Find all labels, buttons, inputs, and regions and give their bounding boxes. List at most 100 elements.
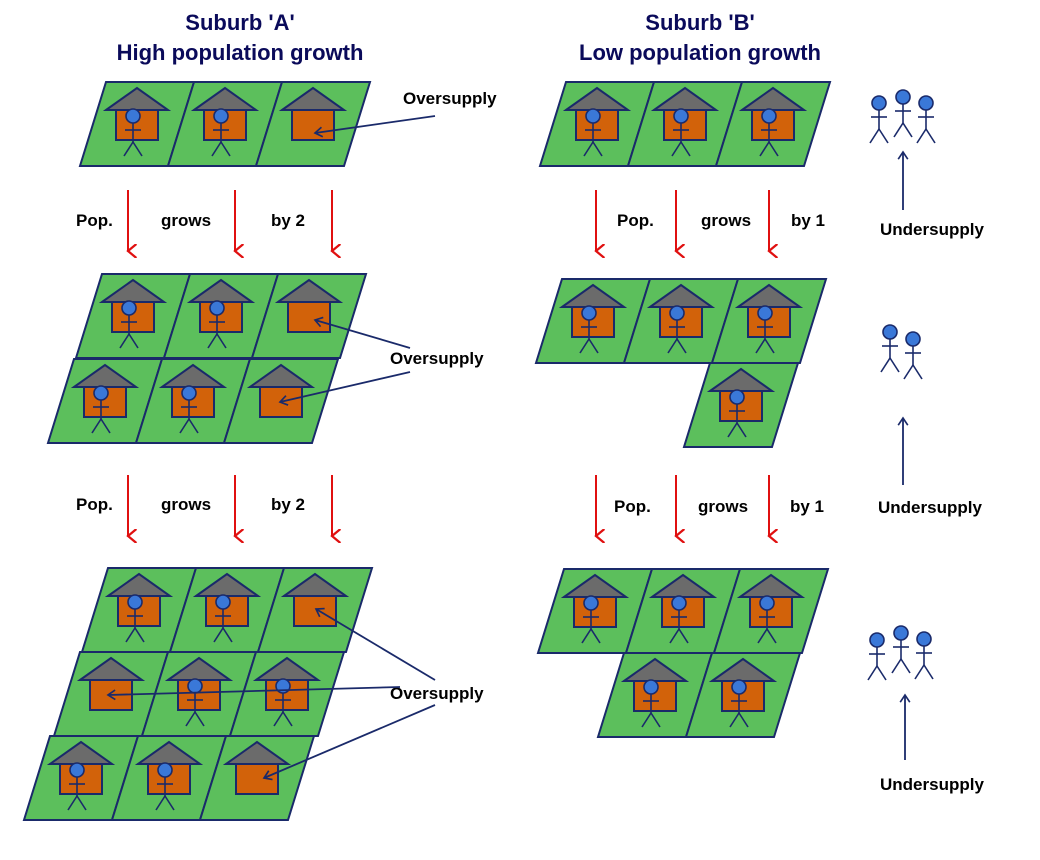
oversupply-pointer	[314, 607, 436, 681]
suburb-b-title-line2: Low population growth	[579, 40, 821, 65]
suburb-b-growth-step-2: Pop. grows by 1	[614, 497, 824, 516]
occupied-lot	[134, 358, 252, 444]
person-icon	[119, 300, 139, 349]
person-icon	[914, 631, 934, 680]
suburb-a-growth-step-2: Pop. grows by 2	[76, 495, 305, 514]
person-icon	[211, 108, 231, 157]
person-icon	[727, 389, 747, 438]
growth-word-amount: by 2	[271, 495, 305, 514]
oversupply-label: Oversupply	[403, 89, 497, 108]
house-icon	[158, 363, 228, 418]
undersupply-label: Undersupply	[880, 775, 984, 794]
person-icon	[916, 95, 936, 144]
suburb-b-title-line1: Suburb 'B'	[645, 10, 754, 35]
house-icon	[278, 86, 348, 141]
person-icon	[757, 595, 777, 644]
person-icon	[641, 679, 661, 728]
person-icon	[729, 679, 749, 728]
house-icon	[190, 86, 260, 141]
growth-word-grows: grows	[701, 211, 751, 230]
person-icon	[669, 595, 689, 644]
occupied-lot	[110, 735, 228, 821]
person-icon	[155, 762, 175, 811]
house-icon	[134, 740, 204, 795]
occupied-lot	[74, 273, 192, 359]
person-icon	[185, 678, 205, 727]
growth-word-grows: grows	[698, 497, 748, 516]
oversupply-pointer	[106, 686, 401, 701]
person-icon	[125, 594, 145, 643]
person-icon	[893, 89, 913, 138]
growth-word-pop: Pop.	[76, 211, 113, 230]
occupied-lot	[536, 568, 654, 654]
person-icon	[903, 331, 923, 380]
person-icon	[583, 108, 603, 157]
growth-word-pop: Pop.	[614, 497, 651, 516]
growth-word-grows: grows	[161, 211, 211, 230]
house-icon	[46, 740, 116, 795]
growth-word-grows: grows	[161, 495, 211, 514]
house-icon	[252, 656, 322, 711]
suburb-a-growth-step-1: Pop. grows by 2	[76, 211, 305, 230]
oversupply-label: Oversupply	[390, 684, 484, 703]
person-icon	[91, 385, 111, 434]
growth-word-amount: by 1	[790, 497, 824, 516]
suburb-a-title: Suburb 'A' High population growth	[117, 10, 364, 65]
suburb-b-title: Suburb 'B' Low population growth	[579, 10, 821, 65]
person-icon	[867, 632, 887, 681]
suburb-a-title-line2: High population growth	[117, 40, 364, 65]
growth-word-pop: Pop.	[617, 211, 654, 230]
undersupply-label: Undersupply	[878, 498, 982, 517]
occupied-lot	[80, 567, 198, 653]
person-icon	[123, 108, 143, 157]
person-icon	[581, 595, 601, 644]
person-icon	[179, 385, 199, 434]
oversupply-pointer-lines	[106, 115, 436, 781]
suburb-b-lots	[534, 81, 832, 738]
suburb-a-title-line1: Suburb 'A'	[185, 10, 294, 35]
person-icon	[67, 762, 87, 811]
unhoused-people-group	[867, 625, 934, 681]
occupied-lot	[162, 273, 280, 359]
occupied-lot	[684, 652, 802, 738]
oversupply-pointer	[313, 316, 411, 349]
undersupply-up-arrows	[897, 150, 911, 760]
occupied-lot	[140, 651, 258, 737]
occupied-lot	[682, 362, 800, 448]
suburb-b-growth-step-1: Pop. grows by 1	[617, 211, 825, 230]
house-icon	[280, 572, 350, 627]
person-icon	[671, 108, 691, 157]
house-icon	[246, 363, 316, 418]
occupied-lot	[538, 81, 656, 167]
oversupply-pointer	[278, 371, 411, 406]
growth-word-amount: by 2	[271, 211, 305, 230]
person-icon	[579, 305, 599, 354]
growth-word-pop: Pop.	[76, 495, 113, 514]
person-icon	[207, 300, 227, 349]
person-icon	[869, 95, 889, 144]
oversupply-pointer	[262, 704, 436, 781]
unhoused-people-group	[880, 324, 923, 380]
vacant-lot	[254, 81, 372, 167]
occupied-lot	[710, 278, 828, 364]
person-icon	[755, 305, 775, 354]
person-icon	[891, 625, 911, 674]
occupied-lot	[626, 81, 744, 167]
occupied-lot	[22, 735, 140, 821]
vacant-lot	[250, 273, 368, 359]
unhoused-people-groups	[867, 89, 936, 681]
growth-arrows	[128, 190, 769, 536]
occupied-lot	[714, 81, 832, 167]
occupied-lot	[596, 652, 714, 738]
oversupply-pointer	[313, 115, 436, 138]
person-icon	[667, 305, 687, 354]
person-icon	[213, 594, 233, 643]
undersupply-label: Undersupply	[880, 220, 984, 239]
growth-word-amount: by 1	[791, 211, 825, 230]
suburb-a-lots	[22, 81, 374, 821]
house-icon	[186, 278, 256, 333]
oversupply-label: Oversupply	[390, 349, 484, 368]
person-icon	[759, 108, 779, 157]
occupied-lot	[78, 81, 196, 167]
